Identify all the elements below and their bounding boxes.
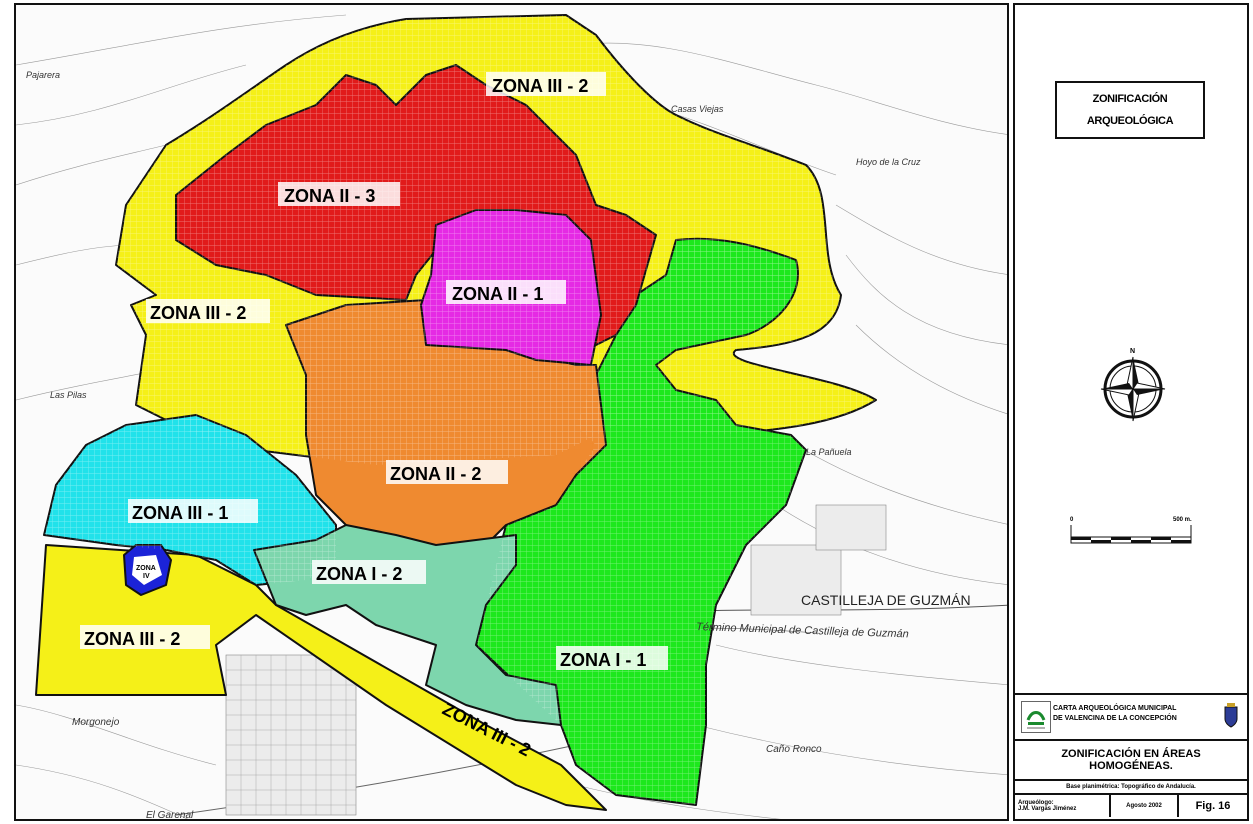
zone-label-iv-line1: ZONA bbox=[136, 565, 156, 572]
place-las-pilas: Las Pilas bbox=[50, 390, 87, 400]
scale-end: 500 m. bbox=[1173, 517, 1192, 523]
figure-title: ZONIFICACIÓN EN ÁREAS HOMOGÉNEAS. bbox=[1015, 741, 1247, 781]
carta-title: CARTA ARQUEOLÓGICA MUNICIPAL DE VALENCIN… bbox=[1053, 704, 1177, 724]
map-title-box: ZONIFICACIÓN ARQUEOLÓGICA bbox=[1055, 81, 1205, 139]
zona-iii-2-southwest-area bbox=[35, 544, 607, 811]
zoning-map: ZONA III - 2 ZONA II - 3 ZONA II - 1 ZON… bbox=[16, 14, 1007, 821]
figure-title-line1: ZONIFICACIÓN EN ÁREAS bbox=[1061, 748, 1201, 760]
figure-number-cell: Fig. 16 bbox=[1179, 795, 1247, 817]
place-el-garenal: El Garenal bbox=[146, 810, 194, 821]
place-hoyo: Hoyo de la Cruz bbox=[856, 157, 921, 167]
place-la-pajarera: Pajarera bbox=[26, 70, 60, 80]
map-title-line2: ARQUEOLÓGICA bbox=[1086, 115, 1174, 127]
map-frame: ZONA III - 2 ZONA II - 3 ZONA II - 1 ZON… bbox=[14, 3, 1009, 821]
author-cell: Arqueólogo: J.M. Vargas Jiménez bbox=[1015, 795, 1111, 817]
date-text: Agosto 2002 bbox=[1126, 803, 1162, 809]
title-block: CARTA ARQUEOLÓGICA MUNICIPAL DE VALENCIN… bbox=[1015, 693, 1247, 819]
north-label: N bbox=[1130, 348, 1135, 355]
place-termino: Término Municipal de Castilleja de Guzmá… bbox=[696, 621, 909, 640]
zone-label-iii-2-west: ZONA III - 2 bbox=[150, 303, 246, 323]
figure-title-line2: HOMOGÉNEAS. bbox=[1089, 760, 1173, 772]
place-la-pañuela: La Pañuela bbox=[806, 447, 852, 457]
zone-label-iii-1: ZONA III - 1 bbox=[132, 503, 228, 523]
zone-label-ii-3: ZONA II - 3 bbox=[284, 186, 375, 206]
carta-line2: DE VALENCINA DE LA CONCEPCIÓN bbox=[1053, 715, 1177, 722]
place-morgonejo: Morgonejo bbox=[72, 717, 120, 728]
map-title-line1: ZONIFICACIÓN bbox=[1092, 93, 1168, 105]
urban-blocks bbox=[225, 504, 887, 816]
zone-label-iii-2-southwest: ZONA III - 2 bbox=[84, 629, 180, 649]
title-block-footer: Arqueólogo: J.M. Vargas Jiménez Agosto 2… bbox=[1015, 795, 1247, 817]
author-label: Arqueólogo: bbox=[1018, 800, 1054, 806]
author-name: J.M. Vargas Jiménez bbox=[1018, 806, 1077, 812]
place-castilleja: CASTILLEJA DE GUZMÁN bbox=[801, 592, 971, 608]
zone-label-iii-2-north: ZONA III - 2 bbox=[492, 76, 588, 96]
title-block-header: CARTA ARQUEOLÓGICA MUNICIPAL DE VALENCIN… bbox=[1015, 695, 1247, 741]
place-cano-ronco: Caño Ronco bbox=[766, 744, 822, 755]
junta-andalucia-logo-icon bbox=[1021, 701, 1051, 733]
figure-number: Fig. 16 bbox=[1195, 800, 1231, 812]
zone-label-i-2: ZONA I - 2 bbox=[316, 564, 402, 584]
municipal-coat-of-arms-icon bbox=[1224, 703, 1238, 728]
zone-label-ii-1: ZONA II - 1 bbox=[452, 284, 543, 304]
topography-lines bbox=[16, 14, 1007, 819]
place-casas-viejas: Casas Viejas bbox=[671, 104, 724, 114]
date-cell: Agosto 2002 bbox=[1111, 795, 1179, 817]
scale-bar: 0 500 m. bbox=[1070, 517, 1192, 544]
zone-label-iv-line2: IV bbox=[143, 573, 150, 580]
north-arrow-icon: N bbox=[1100, 348, 1166, 422]
zone-label-i-1: ZONA I - 1 bbox=[560, 650, 646, 670]
scale-zero: 0 bbox=[1070, 517, 1074, 523]
carta-line1: CARTA ARQUEOLÓGICA MUNICIPAL bbox=[1053, 705, 1177, 712]
base-note: Base planimétrica: Topográfico de Andalu… bbox=[1015, 781, 1247, 795]
legend-panel: ZONIFICACIÓN ARQUEOLÓGICA N 0 500 m. bbox=[1013, 3, 1249, 821]
zone-label-ii-2: ZONA II - 2 bbox=[390, 464, 481, 484]
